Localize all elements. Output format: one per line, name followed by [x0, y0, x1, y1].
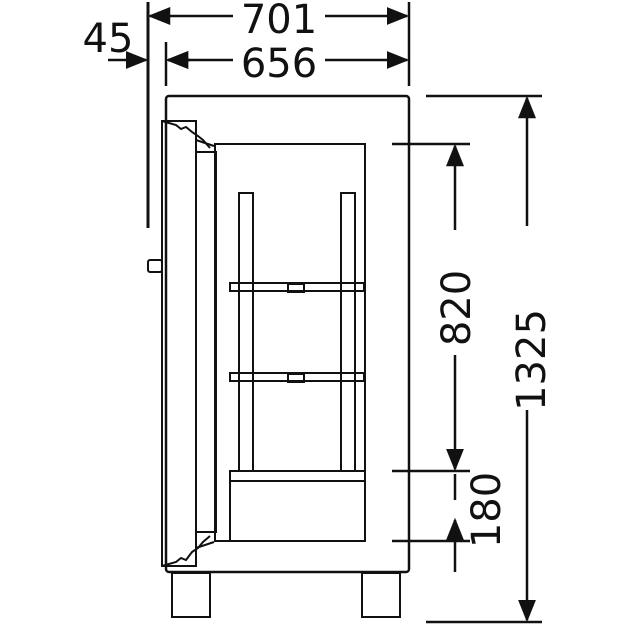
left-foot	[171, 572, 211, 618]
dimension-interior-height: 820	[434, 270, 480, 346]
right-foot	[361, 572, 401, 618]
open-door	[161, 120, 217, 567]
right-shelf-rail	[340, 192, 356, 472]
dimension-overall-width: 701	[241, 0, 317, 43]
dimension-base-height: 180	[464, 472, 510, 548]
right-dimension-lines	[392, 94, 542, 624]
dimension-offset-width: 45	[83, 16, 134, 62]
door-handle-icon	[147, 259, 163, 273]
dimension-overall-height: 1325	[509, 309, 555, 411]
lower-shelf	[229, 372, 365, 383]
dimension-body-width: 656	[241, 41, 317, 87]
bottom-drawer	[229, 470, 366, 542]
left-shelf-rail	[238, 192, 254, 472]
upper-shelf	[229, 282, 365, 293]
cabinet-body	[164, 94, 411, 618]
top-dimension-lines	[108, 2, 411, 228]
interior-shelving	[229, 192, 366, 542]
